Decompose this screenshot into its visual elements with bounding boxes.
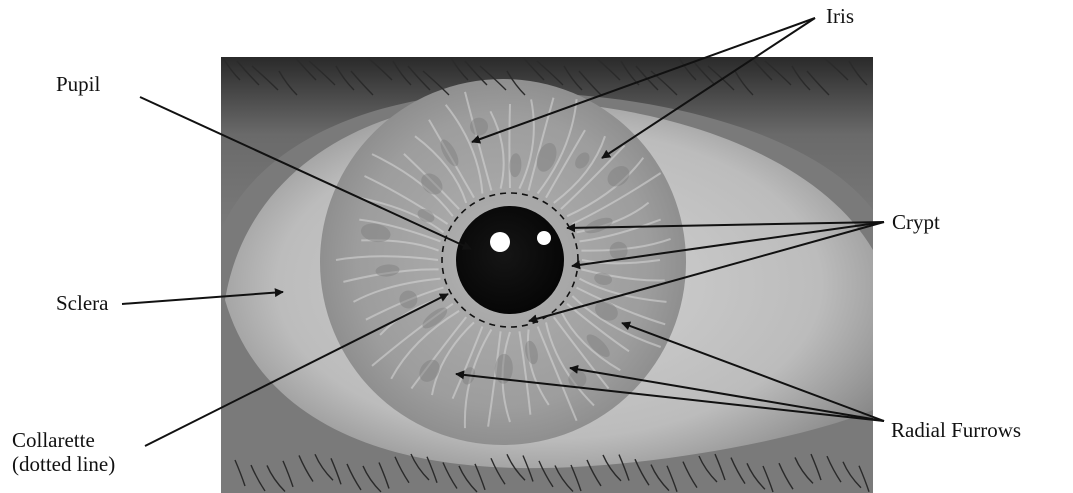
- iris-furrow-texture: [509, 104, 510, 188]
- label-collarette: Collarette (dotted line): [12, 428, 115, 476]
- label-pupil: Pupil: [56, 72, 100, 96]
- label-radial-furrows: Radial Furrows: [891, 418, 1021, 442]
- label-iris: Iris: [826, 4, 854, 28]
- label-crypt: Crypt: [892, 210, 940, 234]
- label-collarette-line1: Collarette: [12, 428, 115, 452]
- label-collarette-line2: (dotted line): [12, 452, 115, 476]
- label-sclera: Sclera: [56, 291, 108, 315]
- eye-photograph: [221, 56, 873, 493]
